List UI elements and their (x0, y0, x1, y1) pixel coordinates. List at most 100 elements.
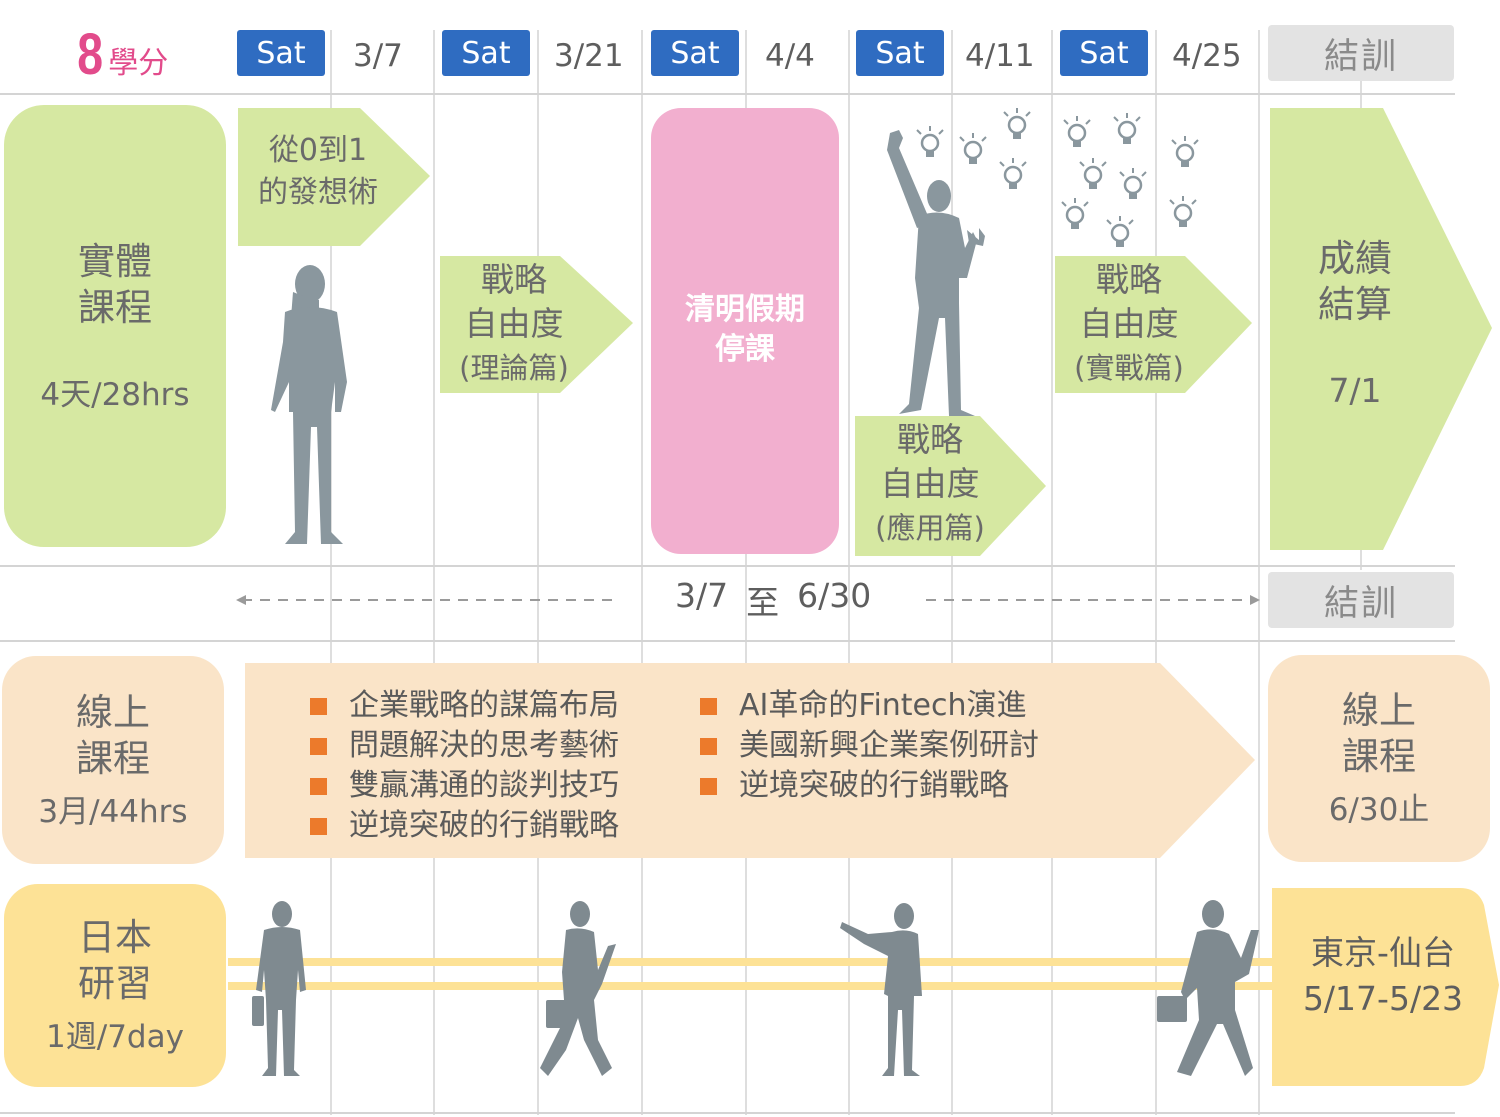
grid-line (433, 30, 435, 1115)
online-course-duration: 3月/44hrs (38, 793, 188, 830)
physical-course-title: 實體 (78, 239, 152, 283)
sat-badge: Sat (442, 30, 530, 76)
online-period-connector: 至 (746, 583, 780, 622)
japan-study-title: 研習 (78, 962, 152, 1005)
topic-label: 美國新興企業案例研討 (739, 728, 1039, 763)
businessman-phone-icon (271, 265, 347, 544)
online-course-end-box: 線上 課程 6/30止 (1268, 655, 1490, 862)
sat-badge: Sat (651, 30, 739, 76)
sat-badge: Sat (1060, 30, 1148, 76)
holiday-line1: 清明假期 (685, 292, 805, 327)
online-course-end: 6/30止 (1328, 792, 1430, 828)
bullet-icon (310, 777, 327, 795)
credits-label: 8 學分 (74, 26, 168, 84)
online-course-title: 線上 (1342, 689, 1416, 732)
holiday-text: 清明假期 停課 (651, 290, 839, 370)
japan-study-box: 日本 研習 1週/7day (4, 884, 226, 1087)
graduation-badge: 結訓 (1268, 572, 1454, 628)
japan-trip: 東京-仙台 5/17-5/23 (1278, 930, 1488, 1022)
online-period-start: 3/7 (675, 576, 729, 615)
session-title: 戰略 (1096, 260, 1162, 299)
session-subtitle: (應用篇) (875, 511, 985, 545)
session-ideation: 從0到1 的發想術 (238, 130, 398, 214)
arrow-strategy-application (855, 416, 1046, 556)
online-course-title: 線上 (76, 690, 150, 734)
arrow-strategy-theory (440, 256, 633, 393)
idea-bulbs-icon (915, 106, 1200, 249)
session-title: 戰略 (481, 260, 547, 299)
list-item: 美國新興企業案例研討 (700, 726, 1039, 766)
grid-line (1051, 30, 1053, 1115)
japan-study-title: 日本 (78, 916, 152, 959)
topic-label: 問題解決的思考藝術 (349, 728, 619, 763)
arrow-strategy-practice (1055, 256, 1252, 393)
session-strategy-application: 戰略 自由度 (應用篇) (855, 418, 1005, 550)
session-title: 自由度 (880, 464, 980, 503)
topic-label: 逆境突破的行銷戰略 (739, 768, 1009, 803)
credits-number: 8 (77, 22, 104, 87)
session-date: 4/4 (765, 38, 815, 74)
session-ideation-line1: 從0到1 (268, 133, 368, 168)
bullet-icon (700, 777, 717, 795)
topic-label: 逆境突破的行銷戰略 (349, 808, 619, 843)
section-divider (0, 565, 1455, 567)
final-grades-date: 7/1 (1328, 371, 1382, 410)
topic-label: 雙贏溝通的談判技巧 (349, 768, 619, 803)
grid-line (848, 30, 850, 1115)
session-ideation-line2: 的發想術 (258, 175, 378, 210)
japan-study-duration: 1週/7day (46, 1019, 184, 1055)
online-period: 3/7 至 6/30 (675, 576, 871, 624)
japan-trip-route: 東京-仙台 (1311, 933, 1455, 972)
physical-course-box: 實體 課程 4天/28hrs (4, 105, 226, 547)
holiday-line2: 停課 (715, 332, 775, 367)
bullet-icon (310, 817, 327, 835)
topic-label: 企業戰略的謀篇布局 (349, 688, 619, 723)
online-topics-arrow (245, 663, 1255, 858)
session-title: 自由度 (1079, 304, 1179, 343)
session-title: 自由度 (464, 304, 564, 343)
session-date: 3/21 (554, 38, 624, 74)
footer-divider (0, 1112, 1455, 1114)
list-item: 雙贏溝通的談判技巧 (310, 766, 619, 806)
online-period-end: 6/30 (797, 576, 872, 615)
grid-line (745, 30, 747, 1115)
businessman-briefcase-icon (252, 901, 306, 1076)
sat-badge: Sat (237, 30, 325, 76)
session-final-grades: 成績 結算 7/1 (1275, 236, 1435, 414)
final-grades-title: 成績 (1318, 237, 1392, 280)
bullet-icon (700, 697, 717, 715)
online-topics-list-1: 企業戰略的謀篇布局 問題解決的思考藝術 雙贏溝通的談判技巧 逆境突破的行銷戰略 (310, 686, 619, 846)
businesswoman-pointing-icon (840, 903, 922, 1076)
bullet-icon (310, 697, 327, 715)
grid-line (330, 30, 332, 1115)
session-title: 戰略 (897, 420, 963, 459)
session-date: 4/11 (965, 38, 1035, 74)
session-subtitle: (實戰篇) (1074, 351, 1184, 385)
session-subtitle: (理論篇) (459, 351, 569, 385)
list-item: AI革命的Fintech演進 (700, 686, 1039, 726)
section-divider (0, 640, 1455, 642)
online-topics-list-2: AI革命的Fintech演進 美國新興企業案例研討 逆境突破的行銷戰略 (700, 686, 1039, 806)
list-item: 逆境突破的行銷戰略 (700, 766, 1039, 806)
topic-label: AI革命的Fintech演進 (739, 688, 1027, 723)
final-grades-title: 結算 (1318, 283, 1392, 326)
grid-line (641, 30, 643, 1115)
physical-course-duration: 4天/28hrs (40, 376, 190, 413)
graduation-badge: 結訓 (1268, 25, 1454, 81)
physical-course-title: 課程 (78, 285, 152, 329)
list-item: 逆境突破的行銷戰略 (310, 806, 619, 846)
list-item: 企業戰略的謀篇布局 (310, 686, 619, 726)
session-strategy-practice: 戰略 自由度 (實戰篇) (1055, 258, 1203, 390)
japan-trip-box (1272, 888, 1499, 1086)
arrow-final-grades (1270, 108, 1492, 550)
bullet-icon (310, 737, 327, 755)
session-date: 4/25 (1172, 38, 1242, 74)
credits-unit: 學分 (108, 46, 169, 81)
travel-line (228, 958, 1276, 966)
businessman-walking-icon (540, 901, 616, 1076)
header-divider (0, 93, 1455, 95)
grid-line (1155, 30, 1157, 1115)
japan-trip-dates: 5/17-5/23 (1302, 979, 1464, 1018)
grid-line (1258, 30, 1260, 1115)
